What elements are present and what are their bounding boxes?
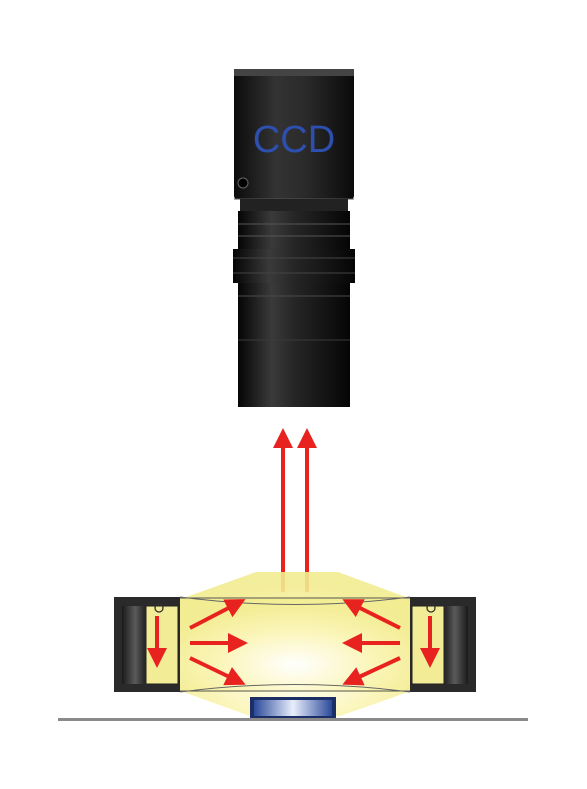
reflected-light-arrows: [273, 428, 317, 592]
lens-focus-ring: [233, 249, 355, 283]
lens-barrel-lower: [238, 283, 350, 407]
ring-light: [114, 596, 476, 693]
arrow-left-up-diagonal: [189, 599, 246, 630]
ccd-camera: CCD: [233, 69, 355, 407]
stage-line: [58, 718, 528, 721]
arrow-right-up-diagonal: [342, 599, 401, 630]
camera-label: CCD: [253, 119, 335, 161]
arrow-right-down-diagonal: [342, 656, 401, 686]
illumination-arrows: [147, 599, 440, 686]
lens-barrel-upper: [238, 211, 350, 249]
camera-neck: [240, 199, 348, 211]
camera-screw-icon: [237, 177, 249, 189]
arrow-left-down-diagonal: [189, 656, 246, 686]
camera-head: [234, 69, 354, 199]
